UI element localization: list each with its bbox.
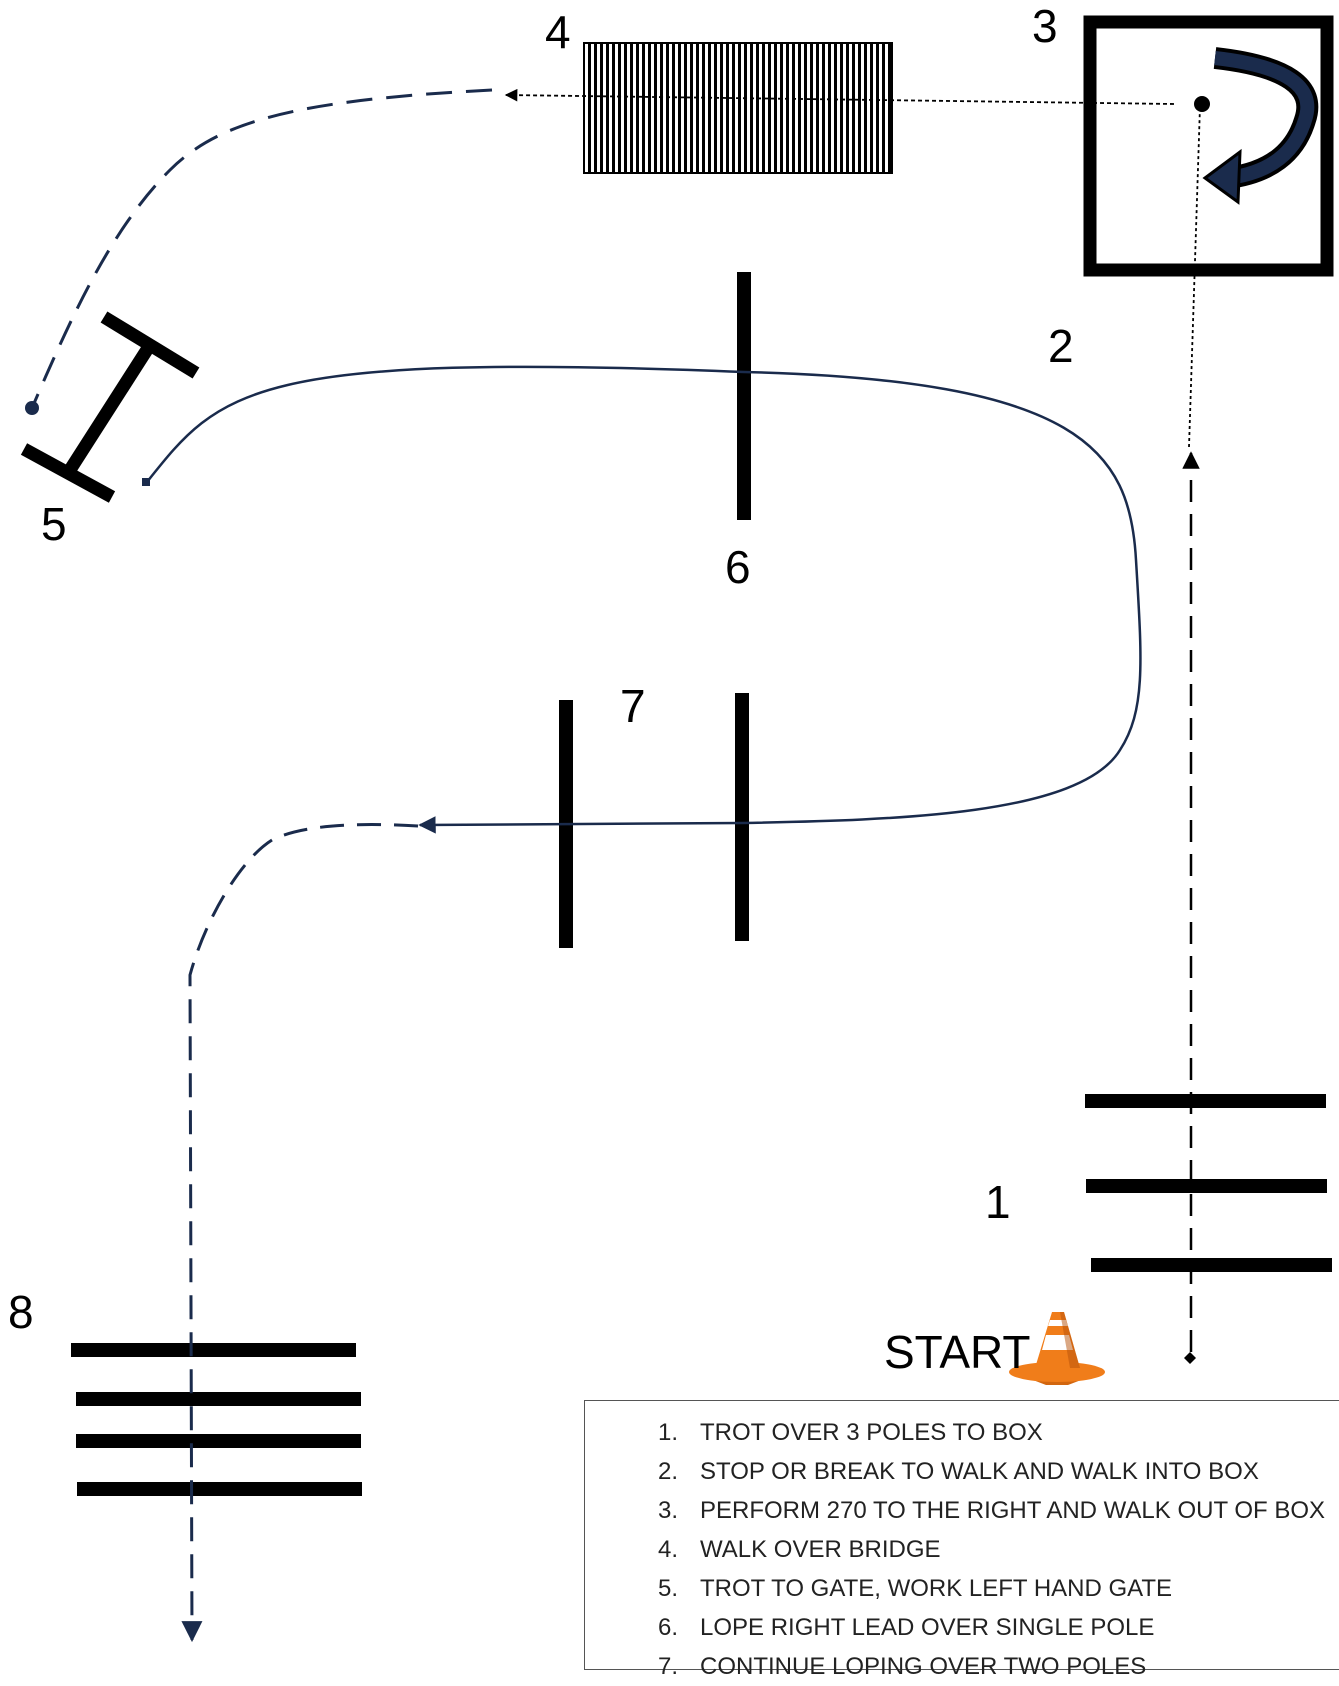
instruction-item: 1. TROT OVER 3 POLES TO BOX: [585, 1413, 1339, 1452]
instruction-item: 7. CONTINUE LOPING OVER TWO POLES: [585, 1647, 1339, 1686]
label-7: 7: [620, 680, 646, 732]
instruction-item: 4. WALK OVER BRIDGE: [585, 1530, 1339, 1569]
label-4: 4: [545, 6, 571, 58]
instruction-number: 1.: [657, 1418, 678, 1446]
label-2: 2: [1048, 320, 1074, 372]
path-into-box: [1188, 105, 1201, 448]
trot-poles: [1085, 1094, 1332, 1272]
instruction-text: WALK OVER BRIDGE: [700, 1535, 941, 1563]
lope-path: [146, 365, 1142, 834]
instruction-item: 2. STOP OR BREAK TO WALK AND WALK INTO BO…: [585, 1452, 1339, 1491]
instruction-text: CONTINUE LOPING OVER TWO POLES: [700, 1652, 1147, 1680]
instruction-text: TROT TO GATE, WORK LEFT HAND GATE: [700, 1574, 1173, 1602]
gate-obstacle: [20, 311, 200, 503]
instruction-item: 3. PERFORM 270 TO THE RIGHT AND WALK OUT …: [585, 1491, 1339, 1530]
label-6: 6: [725, 541, 751, 593]
instruction-number: 7.: [657, 1652, 678, 1680]
label-3: 3: [1032, 0, 1058, 52]
instruction-number: 6.: [657, 1613, 678, 1641]
traffic-cone-icon: [1009, 1312, 1105, 1385]
instruction-number: 2.: [657, 1457, 678, 1485]
path-to-gate: [30, 88, 493, 409]
instruction-item: 5. TROT TO GATE, WORK LEFT HAND GATE: [585, 1569, 1339, 1608]
instruction-text: PERFORM 270 TO THE RIGHT AND WALK OUT OF…: [700, 1496, 1326, 1524]
label-5: 5: [41, 498, 67, 550]
instruction-text: STOP OR BREAK TO WALK AND WALK INTO BOX: [700, 1457, 1259, 1485]
final-poles: [71, 1343, 362, 1496]
instruction-item: 6. LOPE RIGHT LEAD OVER SINGLE POLE: [585, 1608, 1339, 1647]
box-center-dot: [1194, 96, 1210, 112]
path-start-to-box: [1182, 451, 1200, 1364]
instruction-number: 3.: [657, 1496, 678, 1524]
path-over-bridge: [504, 88, 1175, 105]
instructions-list: 1. TROT OVER 3 POLES TO BOX 2. STOP OR BREA…: [585, 1401, 1339, 1686]
gate-end-dot: [142, 478, 150, 486]
instruction-text: TROT OVER 3 POLES TO BOX: [700, 1418, 1043, 1446]
instructions-panel: 1. TROT OVER 3 POLES TO BOX 2. STOP OR BREA…: [584, 1400, 1339, 1680]
instruction-number: 4.: [657, 1535, 678, 1563]
gate-start-dot: [25, 401, 39, 415]
path-to-finish: [181, 823, 419, 1643]
label-1: 1: [985, 1176, 1011, 1228]
instruction-number: 5.: [657, 1574, 678, 1602]
label-8: 8: [8, 1286, 34, 1338]
bridge-obstacle: [583, 42, 893, 174]
box-obstacle: [1083, 15, 1334, 277]
instruction-text: LOPE RIGHT LEAD OVER SINGLE POLE: [700, 1613, 1155, 1641]
start-label: START: [884, 1326, 1031, 1378]
curved-arrow-icon: [1202, 47, 1319, 205]
